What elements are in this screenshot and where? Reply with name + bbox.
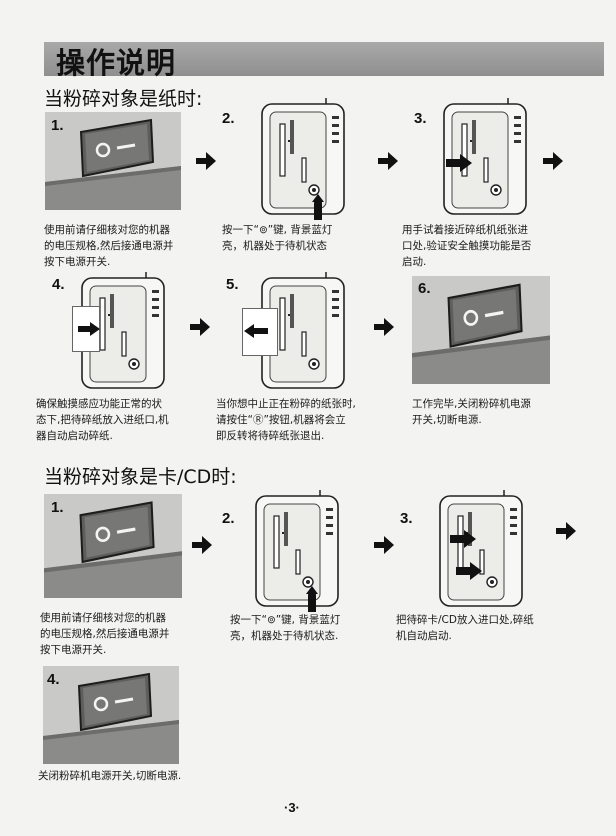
shredder-illustration — [252, 490, 342, 608]
card-section-heading: 当粉碎对象是卡/CD时: — [44, 466, 237, 488]
step-number: 1. — [51, 499, 64, 516]
arrow-right-icon — [374, 318, 394, 336]
step-number: 2. — [222, 510, 235, 527]
card-step-3-caption: 把待碎卡/CD放入进口处,碎纸 机自动启动. — [396, 614, 534, 642]
step-number: 4. — [47, 671, 60, 688]
power-switch-illustration — [44, 494, 182, 598]
paper-step-5-caption: 当你想中止正在粉碎的纸张时, 请按住“Ⓡ”按钮,机器将会立 即反转将待碎纸张退出… — [216, 398, 356, 442]
card-step-2: 2. — [222, 490, 362, 612]
paper-section-heading: 当粉碎对象是纸时: — [44, 88, 203, 110]
reverse-arrow-icon — [244, 324, 268, 338]
step-number: 3. — [400, 510, 413, 527]
card-step-1: 1. — [44, 494, 182, 598]
arrow-right-icon — [196, 152, 216, 170]
page-title: 操作说明 — [56, 46, 177, 80]
paper-step-5: 5. — [222, 272, 362, 390]
paper-step-3: 3. — [410, 98, 550, 216]
cd-insert-arrow-icon — [456, 562, 482, 580]
arrow-right-icon — [378, 152, 398, 170]
step-number: 1. — [51, 117, 64, 134]
paper-step-2: 2. — [222, 98, 362, 220]
pointing-finger-icon — [306, 586, 318, 612]
paper-step-4-caption: 确保触摸感应功能正常的状 态下,把待碎纸放入进纸口,机 器自动启动碎纸. — [36, 398, 169, 442]
power-switch-illustration — [40, 666, 182, 764]
paper-step-6-caption: 工作完毕,关闭粉碎机电源 开关,切断电源. — [412, 398, 531, 426]
page-number: ·3· — [284, 800, 300, 815]
arrow-right-icon — [192, 536, 212, 554]
arrow-right-icon — [543, 152, 563, 170]
card-step-4-caption: 关闭粉碎机电源开关,切断电源. — [38, 770, 182, 782]
paper-step-3-caption: 用手试着接近碎纸机纸张进 口处,验证安全触摸功能是否 启动. — [402, 224, 532, 268]
paper-step-1: 1. — [44, 112, 182, 210]
step-number: 4. — [52, 276, 65, 293]
card-step-1-caption: 使用前请仔细核对您的机器 的电压规格,然后接通电源并 按下电源开关. — [40, 612, 170, 656]
step-number: 3. — [414, 110, 427, 127]
step-number: 6. — [418, 280, 431, 297]
hand-arrow-icon — [446, 154, 472, 172]
shredder-illustration — [258, 98, 348, 216]
paper-step-1-caption: 使用前请仔细核对您的机器 的电压规格,然后接通电源并 按下电源开关. — [44, 224, 174, 268]
paper-step-4: 4. — [44, 272, 184, 390]
power-switch-illustration — [412, 276, 550, 384]
title-bar — [44, 42, 604, 76]
insert-arrow-icon — [78, 322, 100, 336]
step-number: 2. — [222, 110, 235, 127]
card-step-3: 3. — [400, 490, 550, 608]
card-insert-arrow-icon — [450, 530, 476, 548]
power-switch-illustration — [44, 112, 182, 210]
step-number: 5. — [226, 276, 239, 293]
card-step-4: 4. — [40, 666, 182, 764]
arrow-right-icon — [556, 522, 576, 540]
arrow-right-icon — [190, 318, 210, 336]
pointing-finger-icon — [312, 194, 324, 220]
paper-step-6: 6. — [412, 276, 550, 384]
arrow-right-icon — [374, 536, 394, 554]
card-step-2-caption: 按一下“⊚”键, 背景蓝灯 亮，机器处于待机状态. — [230, 614, 341, 642]
paper-step-2-caption: 按一下“⊚”键, 背景蓝灯 亮，机器处于待机状态 — [222, 224, 333, 252]
shredder-illustration — [436, 490, 526, 608]
